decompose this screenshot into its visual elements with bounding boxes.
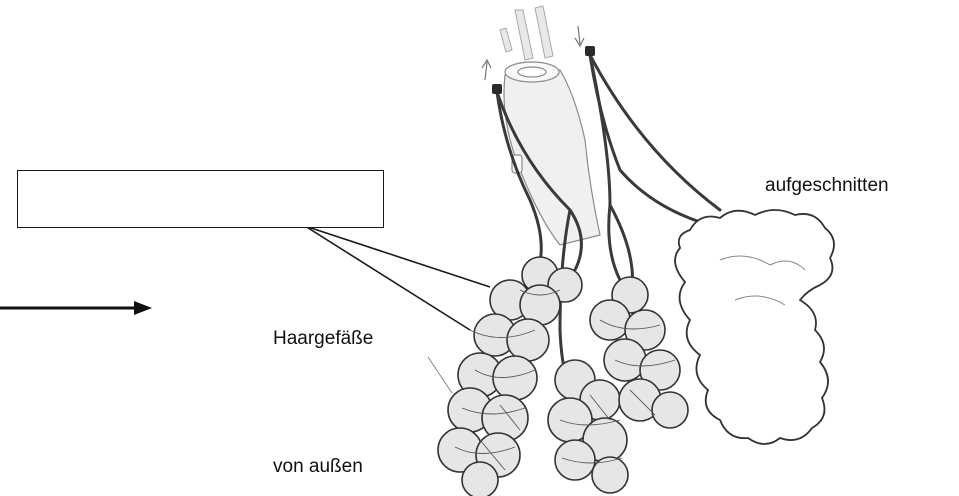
alveoli-clusters-outside — [438, 257, 688, 496]
leader-line-upper — [305, 226, 490, 287]
answer-box[interactable] — [17, 170, 384, 228]
label-cut-open: aufgeschnitten — [765, 175, 889, 197]
label-capillaries: Haargefäße — [273, 328, 373, 350]
alveolar-sac-cut-open — [675, 210, 834, 444]
capillary-pointer — [428, 357, 452, 393]
leader-line-lower — [305, 226, 470, 330]
bronchiole — [504, 62, 600, 245]
airflow-arrows-icon — [500, 6, 553, 60]
arrow-right-icon — [0, 301, 152, 315]
label-from-outside: von außen — [273, 456, 363, 478]
